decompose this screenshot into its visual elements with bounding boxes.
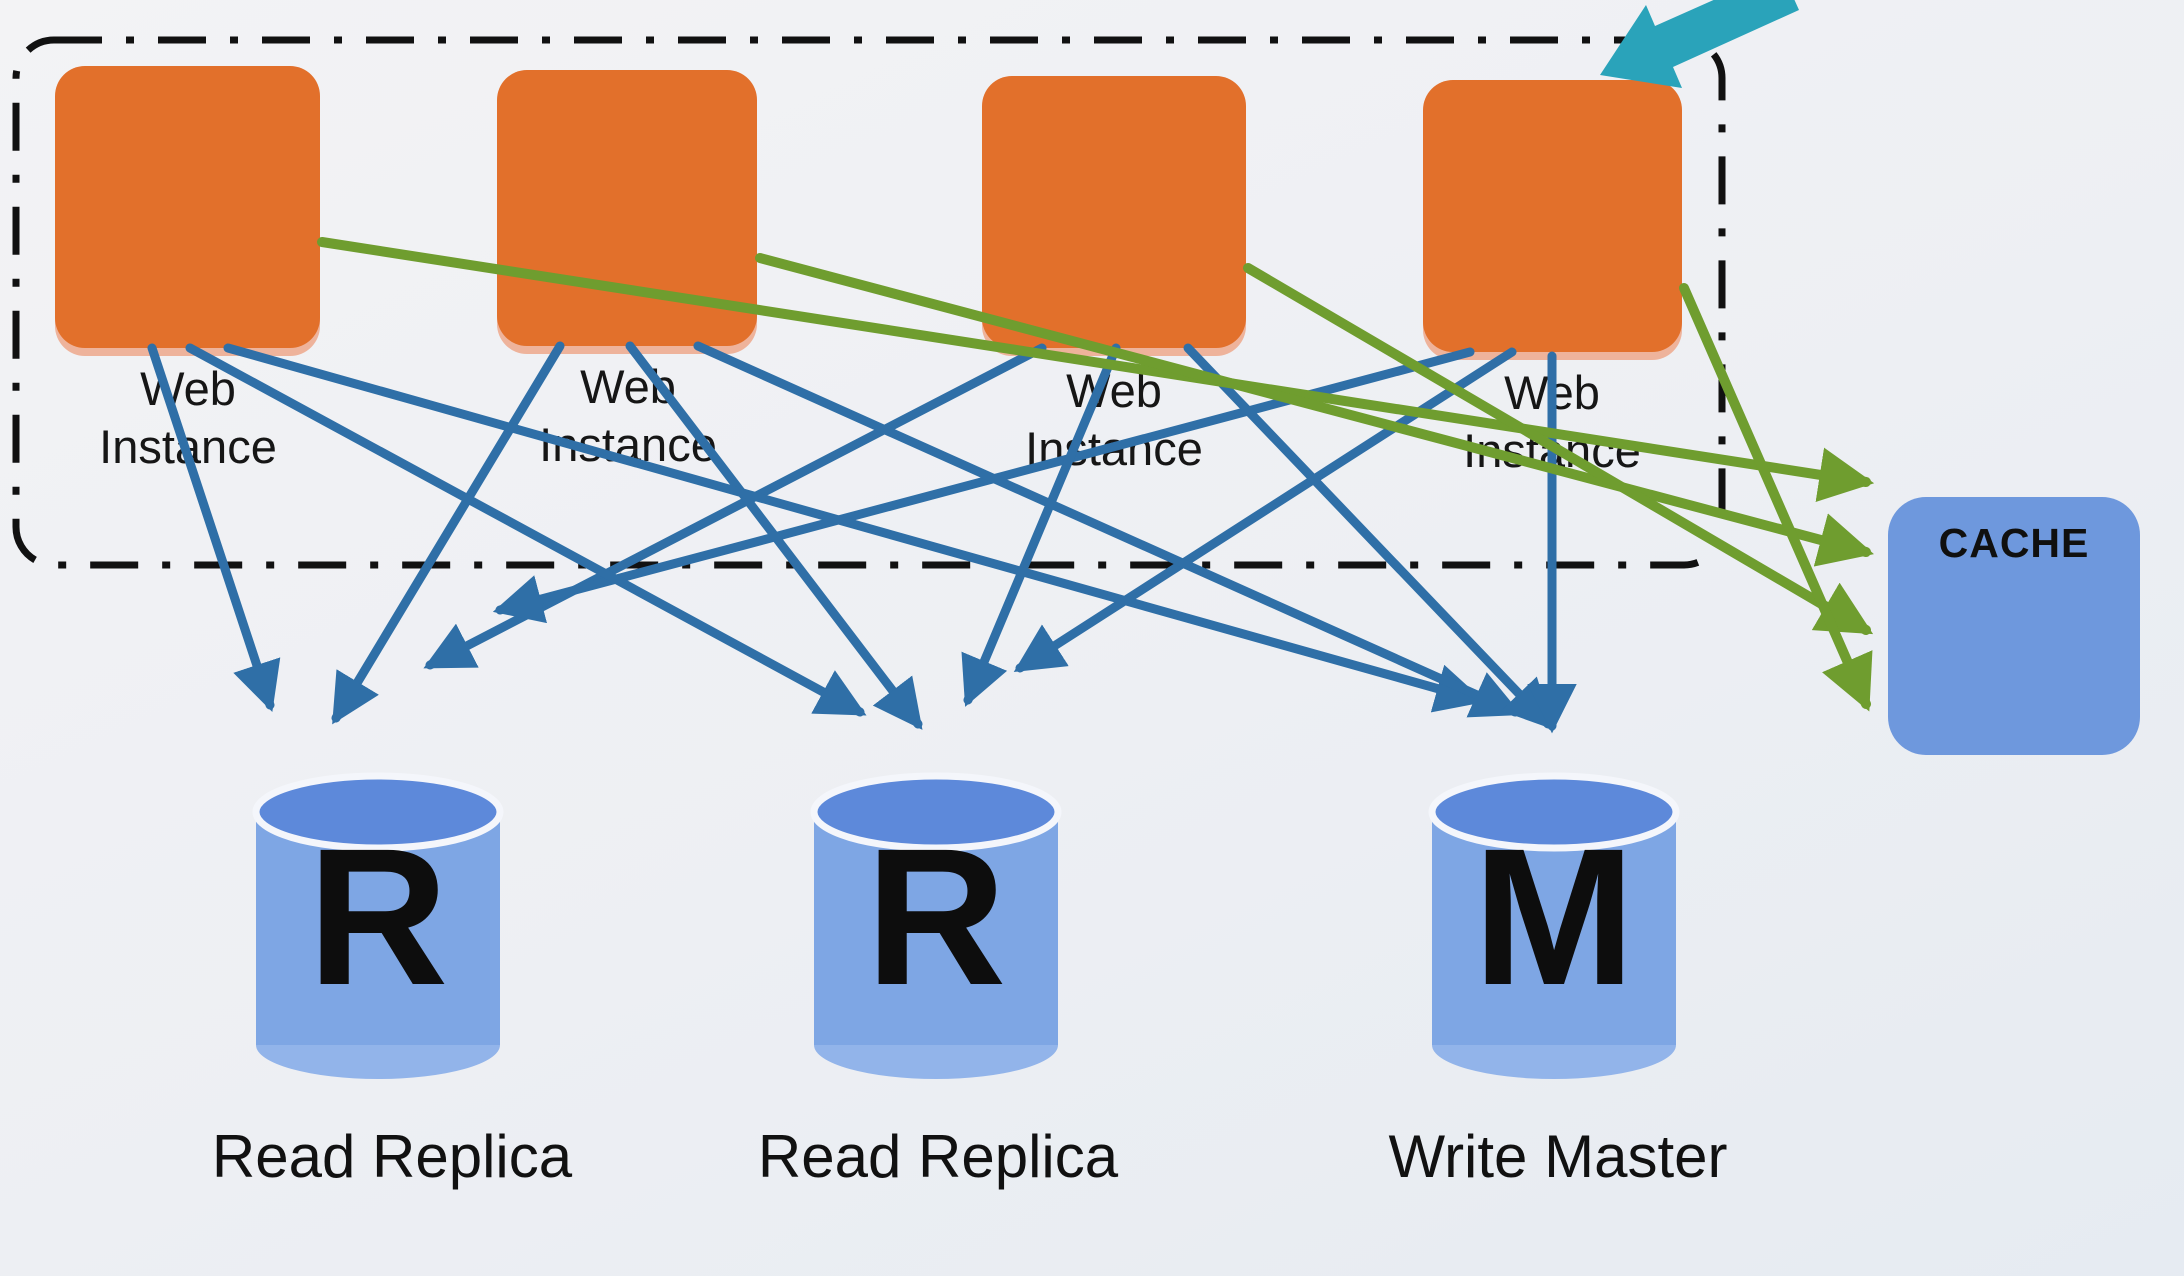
web-instance-box bbox=[1423, 80, 1682, 352]
db-top bbox=[1428, 772, 1680, 852]
database-cylinder-write-master bbox=[1428, 772, 1680, 1079]
database-cylinder-read-replica-2 bbox=[810, 772, 1062, 1079]
cache-box bbox=[1888, 497, 2140, 755]
web-instance-box bbox=[982, 76, 1246, 348]
database-cylinder-read-replica-1 bbox=[252, 772, 504, 1079]
db-top bbox=[252, 772, 504, 852]
web-instance-box bbox=[497, 70, 757, 346]
web-instance-boxes bbox=[55, 66, 1682, 360]
web-instance-box bbox=[55, 66, 320, 348]
db-top bbox=[810, 772, 1062, 852]
